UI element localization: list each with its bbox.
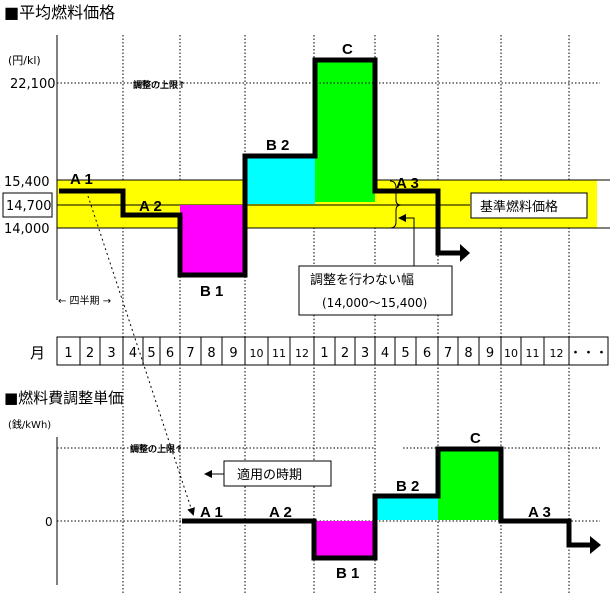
no-adjust-label: 調整を行わない幅 <box>310 273 414 288</box>
bottom-b1-fill <box>314 521 375 558</box>
base-price-label: 基準燃料価格 <box>480 199 558 215</box>
bottom-b2-fill <box>375 498 438 520</box>
upper-limit-value: 22,100 <box>10 77 56 92</box>
top-arrow-head-icon <box>460 244 470 262</box>
base-value-box <box>2 192 53 218</box>
base-value: 14,700 <box>6 199 52 214</box>
c-fill <box>315 60 375 202</box>
base-price-box <box>470 192 588 219</box>
bottom-rate-step-line <box>182 446 592 561</box>
upper-limit-label: 調整の上限↑ <box>133 79 186 91</box>
bottom-label-b1: B 1 <box>336 565 359 582</box>
apply-period-box <box>223 460 332 487</box>
zero-label: 0 <box>45 515 53 529</box>
month-label: 10 <box>504 347 518 360</box>
brace-icon <box>389 180 402 229</box>
top-label-a3: A 3 <box>396 175 419 192</box>
month-label: 2 <box>341 346 349 361</box>
shift-connector-line <box>87 195 195 516</box>
month-label: 5 <box>147 346 155 361</box>
bottom-label-a2: A 2 <box>269 504 292 521</box>
quarter-label: ← 四半期 → <box>58 294 111 307</box>
top-price-step-line <box>59 57 462 278</box>
month-label: ・・・ <box>569 346 608 361</box>
month-label: 9 <box>229 346 237 361</box>
top-label-b1: B 1 <box>200 283 223 300</box>
month-label: 1 <box>64 346 72 361</box>
band-lower-value: 14,000 <box>4 222 50 237</box>
month-label: 10 <box>250 347 264 360</box>
bottom-label-a1: A 1 <box>200 504 223 521</box>
top-chart-title: ■平均燃料価格 <box>4 3 115 22</box>
b1-fill <box>180 205 245 275</box>
month-label: 11 <box>526 347 540 360</box>
month-label: 3 <box>361 346 369 361</box>
top-label-a2: A 2 <box>139 198 162 215</box>
month-label: 2 <box>86 346 94 361</box>
month-label: 11 <box>272 347 286 360</box>
month-cell <box>568 336 609 366</box>
no-adjust-callout <box>298 265 453 316</box>
bottom-label-a3: A 3 <box>528 504 551 521</box>
bottom-unit-label: (銭/kWh) <box>8 418 51 431</box>
month-cell <box>543 336 570 366</box>
month-label: 7 <box>444 346 452 361</box>
top-label-b2: B 2 <box>266 137 289 154</box>
top-label-a1: A 1 <box>70 171 93 188</box>
month-label: 6 <box>166 346 174 361</box>
month-label: 7 <box>186 346 194 361</box>
bottom-upper-limit-label: 調整の上限↑ <box>130 443 183 455</box>
bottom-label-c: C <box>470 430 481 447</box>
month-label: 9 <box>486 346 494 361</box>
month-label: 3 <box>107 346 115 361</box>
month-label: 5 <box>401 346 409 361</box>
b2-fill <box>245 156 315 204</box>
bottom-arrow-head-icon <box>590 536 601 554</box>
month-label: 1 <box>320 346 328 361</box>
band-upper-value: 15,400 <box>4 175 50 190</box>
top-label-c: C <box>342 41 353 58</box>
bottom-label-b2: B 2 <box>396 478 419 495</box>
bottom-c-fill <box>438 450 501 520</box>
bottom-chart-title: ■燃料費調整単価 <box>4 389 123 407</box>
month-label: 4 <box>129 346 137 361</box>
callout-connector <box>398 214 415 266</box>
month-label: 8 <box>207 346 215 361</box>
month-label: 6 <box>423 346 431 361</box>
apply-period-label: 適用の時期 <box>237 467 302 483</box>
month-label: 12 <box>295 347 309 360</box>
month-label: 12 <box>550 347 564 360</box>
month-label: 4 <box>381 346 389 361</box>
month-label: 8 <box>464 346 472 361</box>
month-cell <box>289 336 315 366</box>
month-row-label: 月 <box>30 344 45 362</box>
no-adjust-range: (14,000〜15,400) <box>322 296 427 310</box>
top-unit-label: (円/kl) <box>8 54 41 67</box>
